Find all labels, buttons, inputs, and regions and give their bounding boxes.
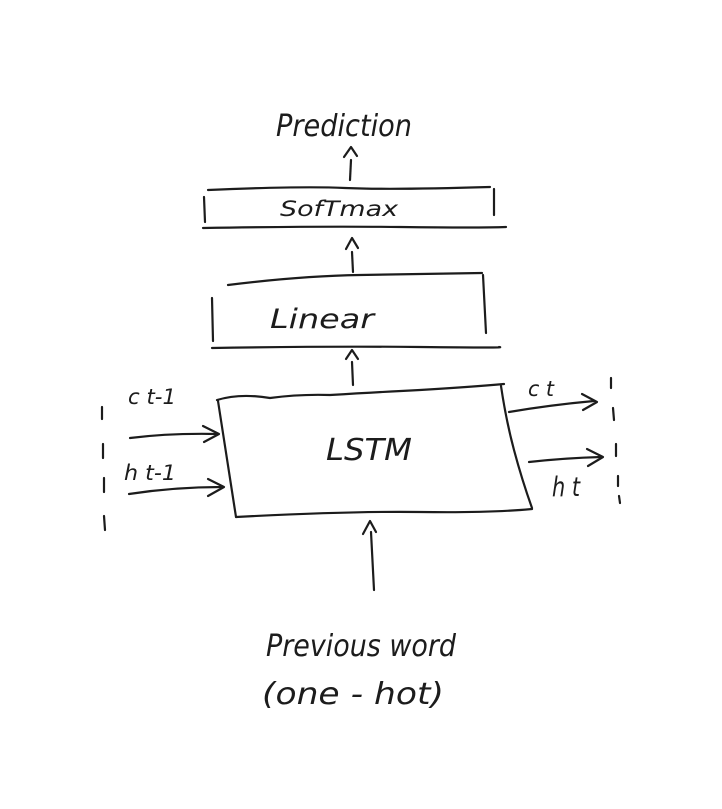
arrow-h-prev-to-lstm [127,477,226,498]
c-prev-label: c t-1 [128,385,176,409]
softmax-label: SofTmax [280,197,399,221]
h-next-label: h t [552,472,581,503]
c-next-label: c t [528,377,555,401]
right-dashed-boundary [609,376,622,505]
arrow-softmax-to-prediction [342,145,359,182]
lstm-label: LSTM [326,433,412,468]
arrow-previous-word-to-lstm [361,519,378,592]
one-hot-label: (one - hot) [262,677,444,712]
left-dashed-boundary [100,405,107,532]
linear-box [210,271,502,350]
arrow-lstm-to-linear [344,348,360,387]
arrow-linear-to-softmax [344,236,360,274]
arrow-c-prev-to-lstm [128,424,221,444]
prediction-label: Prediction [276,109,412,144]
arrow-lstm-to-c-next [507,392,599,414]
linear-label: Linear [270,304,376,335]
previous-word-label: Previous word [266,629,457,664]
lstm-box [215,382,534,519]
h-prev-label: h t-1 [124,461,176,485]
softmax-box [201,185,508,230]
arrow-lstm-to-h-next [527,447,605,468]
